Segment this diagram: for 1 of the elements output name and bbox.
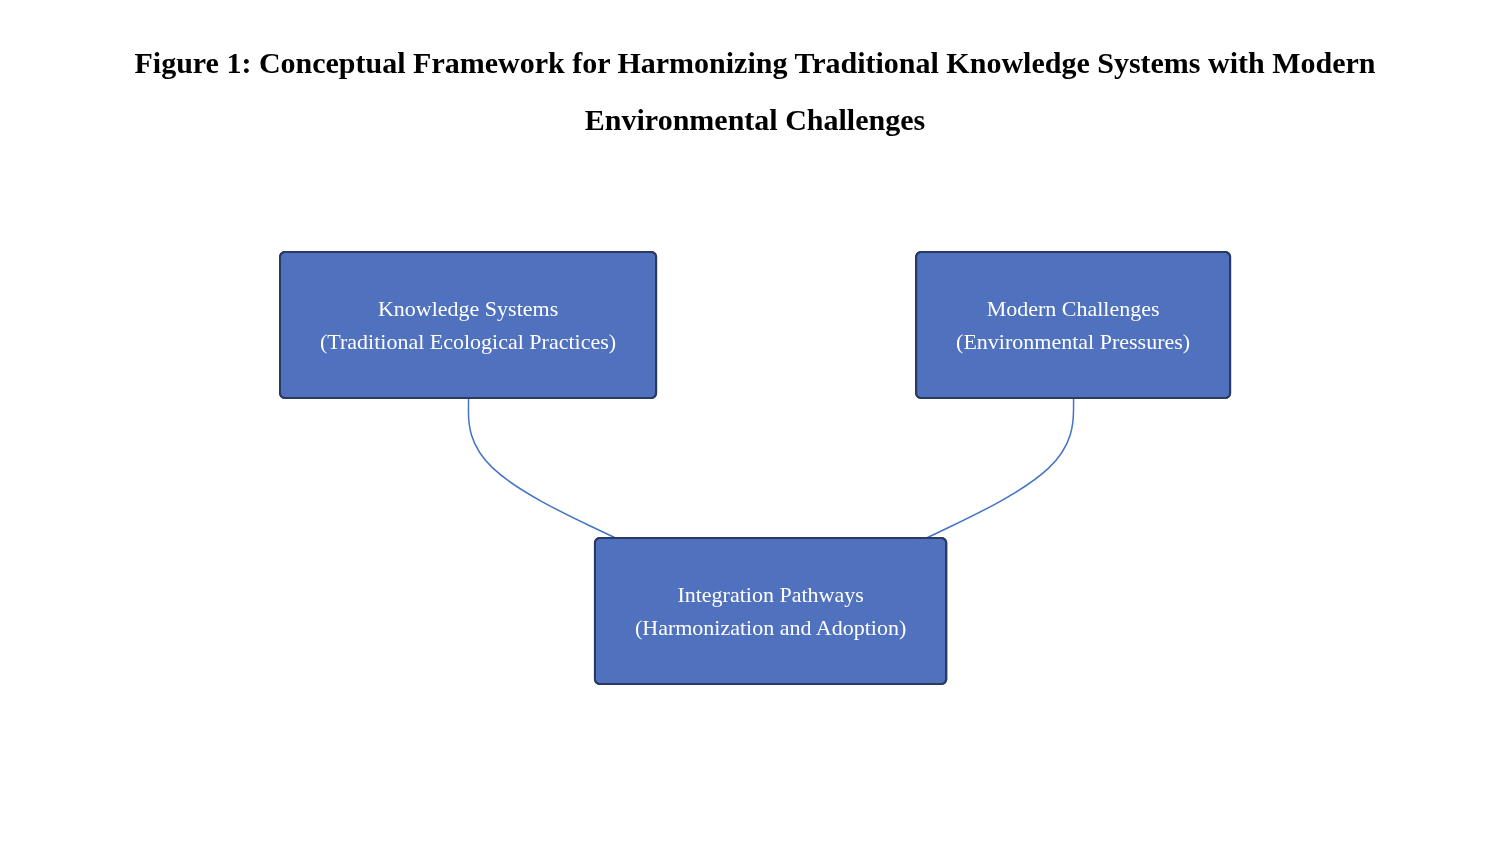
figure-title: Figure 1: Conceptual Framework for Harmonizing Traditional Knowledge Systems with Modern Environmental Challenges: [133, 45, 1377, 138]
